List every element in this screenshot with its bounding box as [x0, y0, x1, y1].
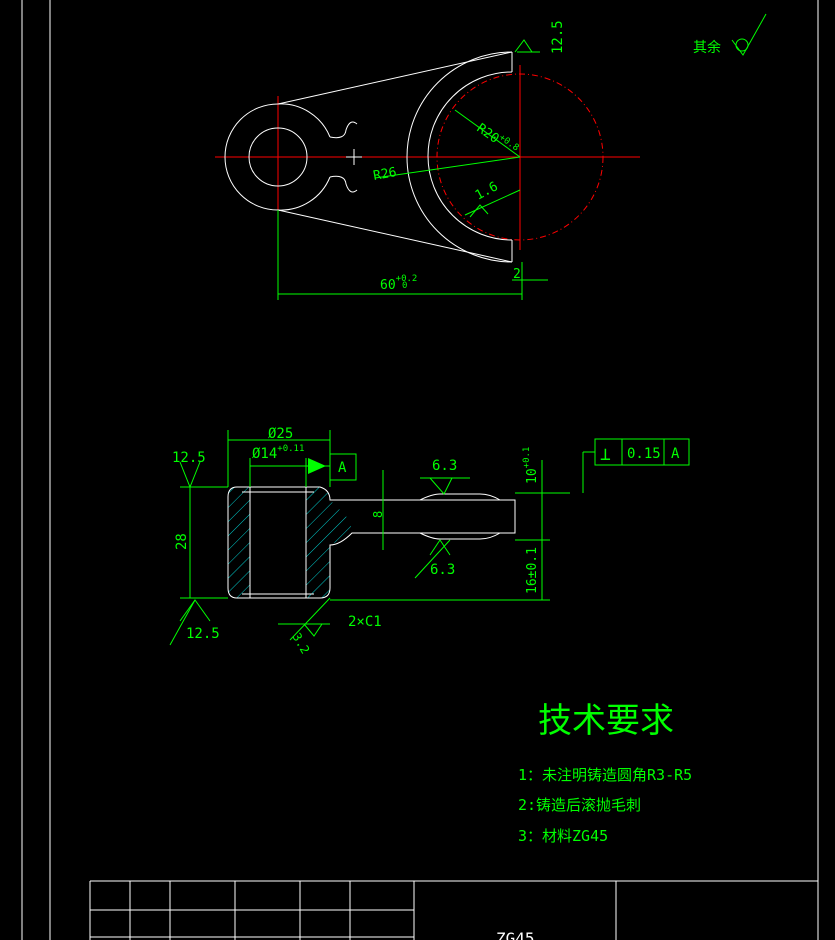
fork-width-label: 10+0.1 — [522, 447, 540, 484]
bore-roughness-label: 1.6 — [473, 179, 501, 203]
part-outline — [224, 51, 513, 263]
datum-a-box — [329, 453, 357, 481]
rest-roughness-label: 其余 — [693, 39, 721, 56]
tech-requirement-item: 1：未注明铸造圆角R3-R5 — [518, 766, 692, 784]
section-hatch-right — [306, 487, 352, 598]
fork-height-label: 16±0.1 — [525, 547, 540, 594]
title-block — [89, 880, 818, 940]
tech-requirement-item: 2:铸造后滚抛毛刺 — [518, 796, 641, 814]
tech-requirements-title: 技术要求 — [538, 701, 674, 741]
top-roughness-label: 12.5 — [550, 20, 566, 54]
technical-requirements: 技术要求 1：未注明铸造圆角R3-R5 2:铸造后滚抛毛刺 3：材料ZG45 — [518, 701, 692, 845]
section-view: A Ø25 Ø14+0.11 12.5 28 12.5 3.2 2×C1 8 6… — [169, 426, 690, 657]
offset-label: 2 — [513, 267, 521, 282]
section-outline — [227, 486, 516, 599]
arm-bottom-roughness-label: 6.3 — [430, 562, 455, 578]
datum-a-triangle — [308, 458, 326, 474]
gdt-tolerance: 0.15 — [627, 446, 661, 462]
section-dimensions — [169, 430, 595, 646]
arm-top-roughness-label: 6.3 — [432, 458, 457, 474]
title-block-material: ZG45 — [496, 929, 535, 940]
center-distance-label: 60+0.2 — [380, 274, 417, 293]
datum-a-label: A — [338, 460, 347, 476]
centerlines — [215, 65, 640, 250]
chamfer-label: 2×C1 — [348, 614, 382, 630]
gdt-datum: A — [671, 446, 680, 462]
outer-radius-label: R26 — [372, 165, 398, 184]
gdt-frame: ⊥ 0.15 A — [594, 438, 690, 466]
bore-radius-label: R20+0.8 — [474, 119, 521, 159]
dia-inner-label: Ø14+0.11 — [252, 444, 304, 462]
gdt-symbol: ⊥ — [600, 444, 611, 465]
section-hatch-left — [228, 487, 250, 598]
dia-outer-label: Ø25 — [268, 426, 293, 442]
height-label: 28 — [174, 533, 190, 550]
top-view-dimensions — [277, 39, 548, 300]
tech-requirement-item: 3：材料ZG45 — [518, 827, 608, 845]
arm-thickness-label: 8 — [371, 511, 385, 518]
top-view: 12.5 R20+0.8 R26 1.6 60+0.2 0 2 — [215, 20, 640, 300]
roughness-bottom-left-label: 12.5 — [186, 626, 220, 642]
center-distance-tol-lower: 0 — [402, 281, 407, 291]
drawing-frame — [21, 0, 819, 940]
rest-roughness-symbol: 其余 — [693, 13, 767, 56]
bore-roughness-section-label: 3.2 — [289, 631, 312, 657]
roughness-top-left-label: 12.5 — [172, 450, 206, 466]
